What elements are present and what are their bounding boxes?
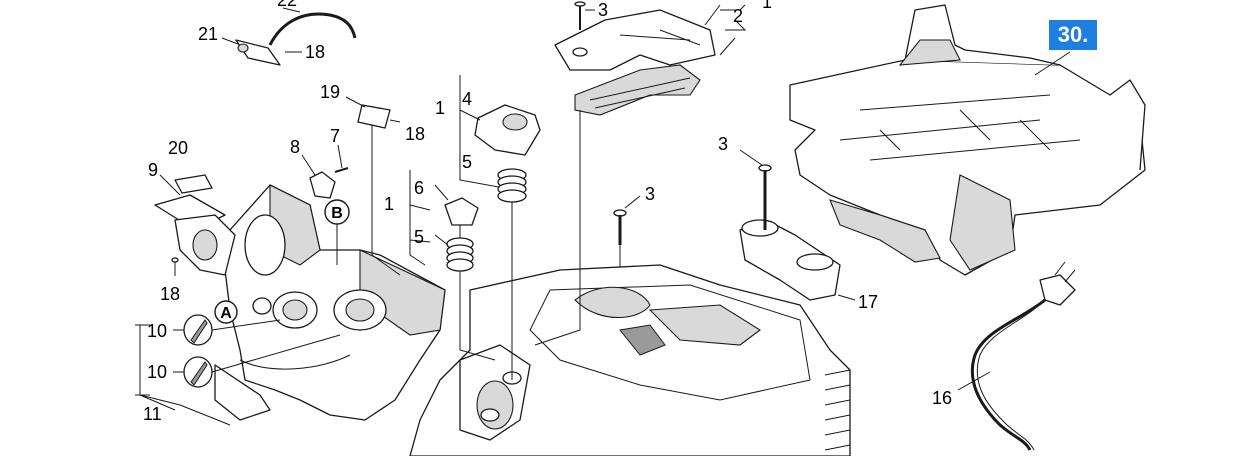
callout-11: 11 xyxy=(143,404,162,424)
knob-lower xyxy=(183,334,341,388)
mark-a: A xyxy=(214,300,238,324)
cable-clip xyxy=(739,219,856,301)
callout-3-c: 3 xyxy=(645,184,655,204)
carry-tray xyxy=(789,4,1146,276)
callout-5-b: 5 xyxy=(414,227,424,247)
callout-1-b: 1 xyxy=(384,194,394,214)
svg-text:B: B xyxy=(331,205,343,222)
page-badge: 30. xyxy=(1049,20,1097,50)
screw-top xyxy=(574,1,595,30)
valve-part-6 xyxy=(444,197,479,240)
main-housing xyxy=(409,264,851,456)
power-cable xyxy=(970,261,1076,451)
callout-21: 21 xyxy=(198,24,218,44)
screw-right xyxy=(739,149,772,230)
callout-10-b: 10 xyxy=(147,362,167,382)
callout-5-a: 5 xyxy=(462,152,472,172)
mark-b: B xyxy=(324,199,350,225)
socket-lid xyxy=(154,174,236,276)
callout-6: 6 xyxy=(414,178,424,198)
callout-9: 9 xyxy=(148,160,158,180)
plate-part-21 xyxy=(221,37,281,66)
callout-1-c: 1 xyxy=(762,0,772,12)
callout-22: 22 xyxy=(277,0,297,10)
callout-3-a: 3 xyxy=(598,0,608,20)
screw-part-7 xyxy=(334,144,349,173)
knob-upper xyxy=(183,314,281,346)
callout-10-a: 10 xyxy=(147,321,167,341)
svg-text:A: A xyxy=(220,305,232,322)
label-plate-19 xyxy=(345,96,401,276)
callout-17: 17 xyxy=(858,292,878,312)
callout-18-c: 18 xyxy=(160,284,180,304)
wire-part-22 xyxy=(268,7,357,46)
front-panel xyxy=(214,184,446,421)
cap-part-4 xyxy=(459,75,541,191)
callout-16: 16 xyxy=(932,388,952,408)
spring-upper xyxy=(497,168,527,380)
callout-2: 2 xyxy=(733,6,743,26)
callout-7: 7 xyxy=(330,126,340,146)
clip-part-8 xyxy=(301,154,336,199)
callout-1-a: 1 xyxy=(435,98,445,118)
callout-3-b: 3 xyxy=(718,134,728,154)
callout-18-b: 18 xyxy=(405,124,425,144)
callout-20: 20 xyxy=(168,138,188,158)
callout-4: 4 xyxy=(462,89,472,109)
callout-19: 19 xyxy=(320,82,340,102)
top-handle xyxy=(554,9,716,116)
spring-lower xyxy=(446,237,496,361)
callout-8: 8 xyxy=(290,137,300,157)
callout-18-a: 18 xyxy=(305,42,325,62)
